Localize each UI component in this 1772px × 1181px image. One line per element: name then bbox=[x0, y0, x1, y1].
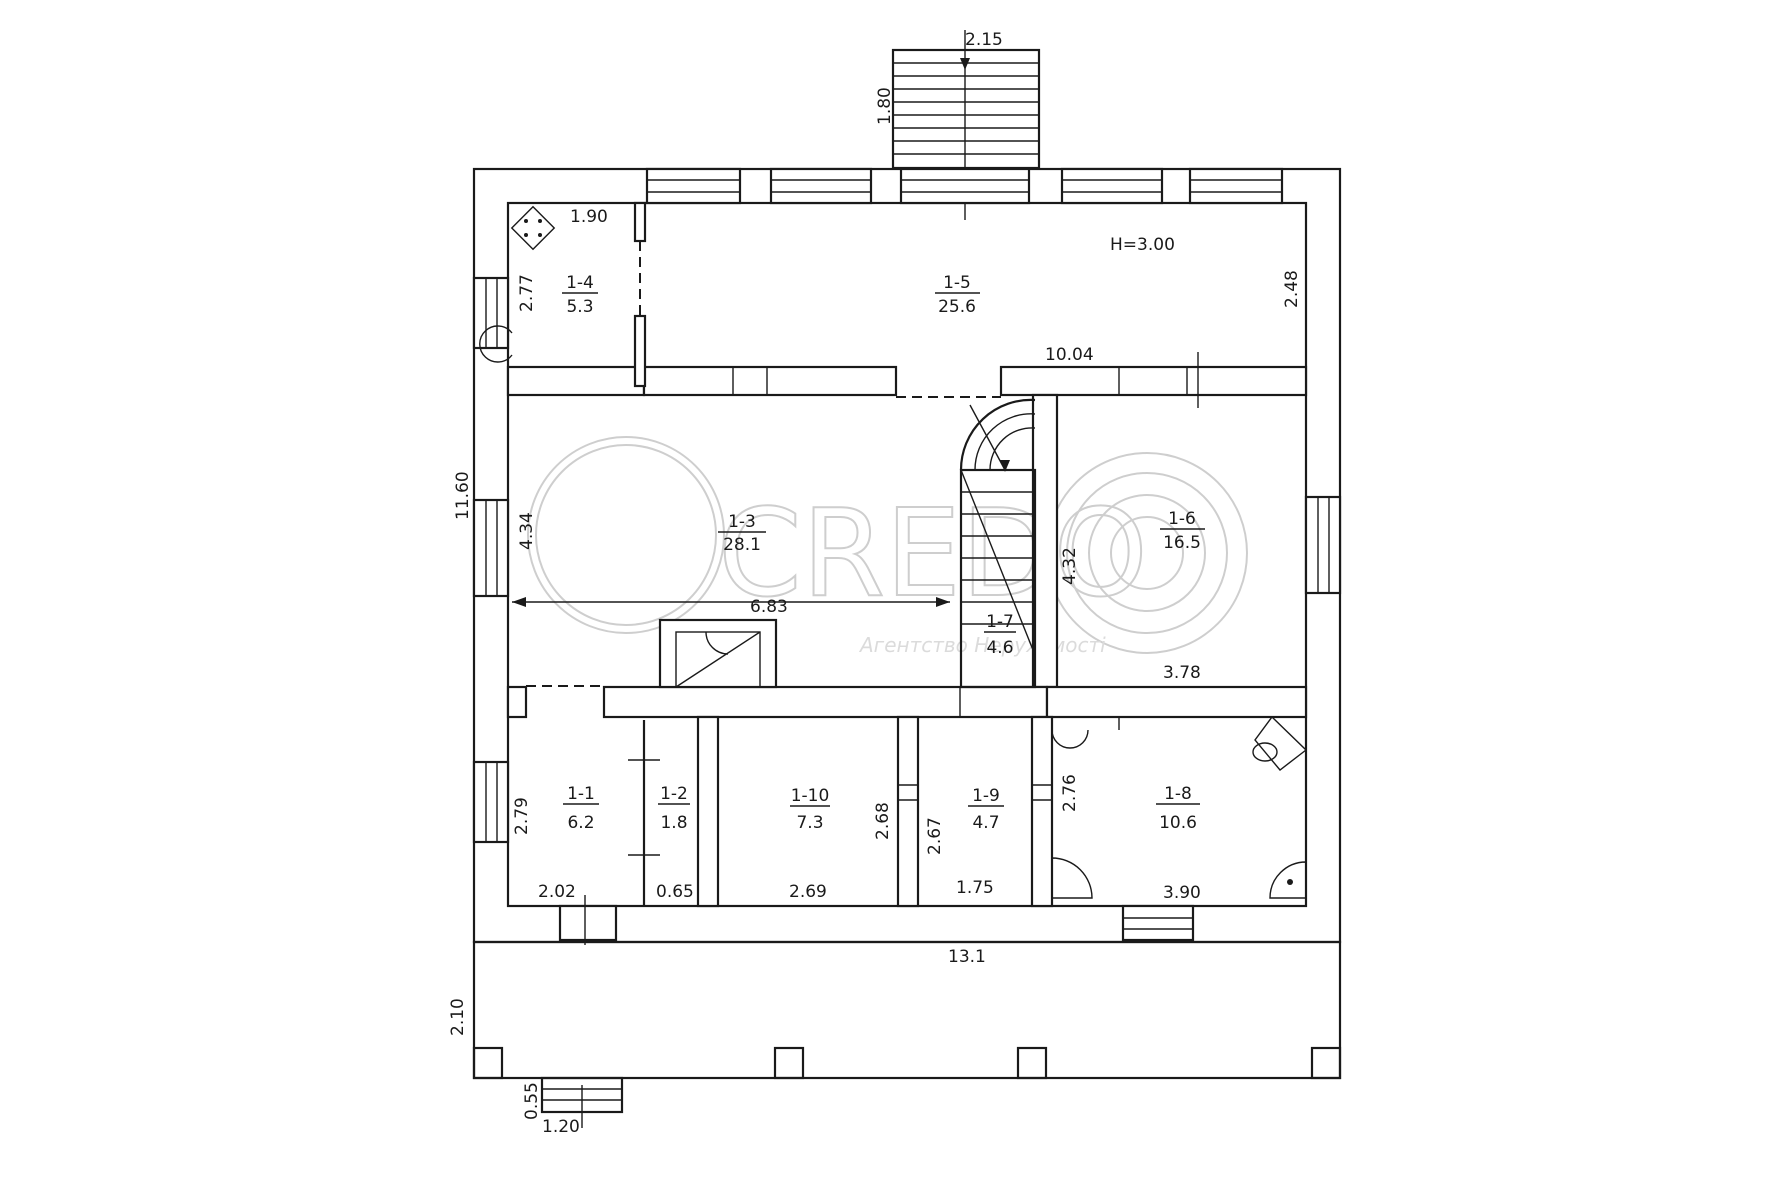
svg-text:1-10: 1-10 bbox=[791, 786, 830, 806]
bottom-row-doors bbox=[628, 687, 1052, 906]
dim-1-6-height: 4.32 bbox=[1060, 547, 1080, 585]
dim-terrace-depth: 2.10 bbox=[448, 998, 468, 1036]
svg-text:1-8: 1-8 bbox=[1164, 784, 1192, 804]
svg-text:25.6: 25.6 bbox=[938, 297, 976, 317]
svg-text:1-5: 1-5 bbox=[943, 273, 971, 293]
room-1-9-label: 1-9 4.7 bbox=[968, 786, 1004, 833]
svg-text:1.8: 1.8 bbox=[660, 813, 687, 833]
svg-text:1-7: 1-7 bbox=[986, 612, 1014, 632]
room-1-4-label: 1-4 5.3 bbox=[562, 273, 598, 317]
dim-1-9-width: 1.75 bbox=[956, 878, 994, 898]
dim-1-6-width: 3.78 bbox=[1163, 663, 1201, 683]
svg-text:1-2: 1-2 bbox=[660, 784, 688, 804]
room-1-8-label: 1-8 10.6 bbox=[1156, 784, 1200, 833]
boiler-fixture bbox=[479, 205, 556, 363]
dim-1-4-height: 2.77 bbox=[517, 274, 537, 312]
svg-text:6.2: 6.2 bbox=[567, 813, 594, 833]
top-entrance-stairs bbox=[891, 30, 1041, 220]
terrace bbox=[472, 895, 1342, 1128]
dimension-lines bbox=[512, 352, 1199, 607]
svg-text:4.6: 4.6 bbox=[986, 638, 1013, 658]
spiral-staircase bbox=[959, 398, 1037, 689]
dimension-texts: 2.15 1.80 H=3.00 1.90 2.77 2.48 10.04 11… bbox=[448, 30, 1302, 1137]
svg-text:1-9: 1-9 bbox=[972, 786, 1000, 806]
room-1-5-label: 1-5 25.6 bbox=[935, 273, 980, 317]
room-1-7-label: 1-7 4.6 bbox=[984, 612, 1016, 658]
dim-1-8-height: 2.76 bbox=[1060, 774, 1080, 812]
top-windows bbox=[645, 167, 1284, 205]
right-window bbox=[1304, 495, 1342, 595]
left-windows bbox=[472, 276, 510, 844]
room-1-10-label: 1-10 7.3 bbox=[790, 786, 830, 833]
svg-text:1-3: 1-3 bbox=[728, 512, 756, 532]
dim-1-8-width: 3.90 bbox=[1163, 883, 1201, 903]
svg-text:28.1: 28.1 bbox=[723, 535, 761, 555]
svg-text:10.6: 10.6 bbox=[1159, 813, 1197, 833]
svg-text:4.7: 4.7 bbox=[972, 813, 999, 833]
svg-text:1-6: 1-6 bbox=[1168, 509, 1196, 529]
dim-1-9-height: 2.67 bbox=[925, 817, 945, 855]
dim-1-1-height: 2.79 bbox=[512, 797, 532, 835]
dim-overall-height: 11.60 bbox=[453, 471, 473, 520]
dim-1-2-width: 0.65 bbox=[656, 882, 694, 902]
room-1-6-label: 1-6 16.5 bbox=[1160, 509, 1205, 553]
dim-stair-top-width: 2.15 bbox=[965, 30, 1003, 50]
dim-terrace-length: 13.1 bbox=[948, 947, 986, 967]
dim-1-1-width: 2.02 bbox=[538, 882, 576, 902]
ceiling-height-label: H=3.00 bbox=[1110, 235, 1175, 255]
dim-step-width: 1.20 bbox=[542, 1117, 580, 1137]
dim-1-5-width: 10.04 bbox=[1045, 345, 1094, 365]
bathroom-fixtures bbox=[1051, 715, 1308, 899]
dim-stair-top-length: 1.80 bbox=[875, 87, 895, 125]
dim-step-depth: 0.55 bbox=[522, 1082, 542, 1120]
stove-fixture bbox=[658, 618, 778, 689]
watermark-tagline: Агентство Нерухомості bbox=[858, 633, 1106, 657]
dim-1-3-height: 4.34 bbox=[517, 512, 537, 550]
credo-watermark: CREDO Агентство Нерухомості bbox=[527, 436, 1248, 657]
dim-1-10-height: 2.68 bbox=[873, 802, 893, 840]
dim-1-3-width: 6.83 bbox=[750, 597, 788, 617]
svg-text:1-4: 1-4 bbox=[566, 273, 594, 293]
interior-walls bbox=[506, 201, 1308, 908]
dim-1-5-height: 2.48 bbox=[1282, 270, 1302, 308]
room-1-1-label: 1-1 6.2 bbox=[563, 784, 599, 833]
svg-text:5.3: 5.3 bbox=[566, 297, 593, 317]
dim-1-10-width: 2.69 bbox=[789, 882, 827, 902]
svg-text:7.3: 7.3 bbox=[796, 813, 823, 833]
svg-text:16.5: 16.5 bbox=[1163, 533, 1201, 553]
room-labels: 1-4 5.3 1-5 25.6 1-3 28.1 1-6 16.5 1-7 4… bbox=[562, 273, 1205, 833]
svg-text:1-1: 1-1 bbox=[567, 784, 595, 804]
room-1-3-label: 1-3 28.1 bbox=[718, 512, 766, 555]
room-1-2-label: 1-2 1.8 bbox=[658, 784, 690, 833]
dim-1-4-width: 1.90 bbox=[570, 207, 608, 227]
dashed-openings bbox=[526, 241, 1001, 687]
